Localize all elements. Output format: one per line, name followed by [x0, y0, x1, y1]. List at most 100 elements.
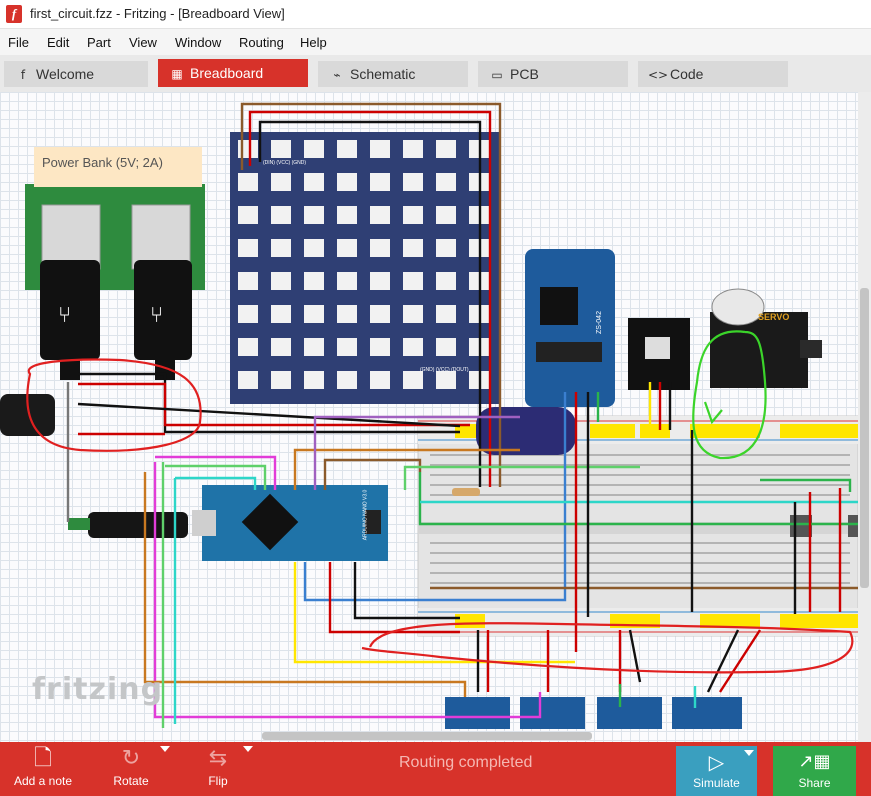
- bottom-toolbar: 🗋 Add a note ↻ Rotate ⇆ Flip Routing com…: [0, 742, 871, 796]
- simulate-label: Simulate: [693, 776, 740, 790]
- led-cell: [370, 338, 390, 356]
- push-button[interactable]: [848, 515, 858, 537]
- tab-label: PCB: [510, 66, 539, 82]
- fritzing-icon: f: [20, 68, 26, 82]
- led-cell: [403, 272, 423, 290]
- led-cell: [403, 239, 423, 257]
- play-icon: ▷: [708, 750, 725, 774]
- rotate-button[interactable]: ↻ Rotate: [102, 742, 160, 796]
- power-bank-label: Power Bank (5V; 2A): [34, 147, 202, 187]
- led-cell: [337, 272, 357, 290]
- usb-cable[interactable]: [88, 512, 188, 538]
- led-cell: [436, 173, 456, 191]
- led-cell: [436, 371, 456, 389]
- vertical-scroll-thumb[interactable]: [860, 288, 869, 588]
- tab-welcome[interactable]: f Welcome: [4, 61, 148, 87]
- servo-label: SERVO: [758, 312, 790, 322]
- menu-bar: File Edit Part View Window Routing Help: [0, 29, 871, 55]
- led-cell: [370, 239, 390, 257]
- simulate-button[interactable]: ▷ Simulate: [676, 746, 757, 796]
- led-cell: [304, 140, 324, 158]
- led-cell: [436, 206, 456, 224]
- led-cell: [337, 140, 357, 158]
- annotation-strokes: [26, 330, 854, 674]
- led-cell: [436, 140, 456, 158]
- tab-label: Welcome: [36, 66, 95, 82]
- led-cell: [337, 173, 357, 191]
- led-cell: [403, 140, 423, 158]
- led-cell: [271, 239, 291, 257]
- rotate-icon: ↻: [121, 746, 141, 771]
- rotate-dropdown-icon[interactable]: [160, 746, 170, 752]
- barrel-jack[interactable]: [0, 394, 55, 436]
- share-button[interactable]: ↗▦ Share: [773, 746, 856, 796]
- menu-window[interactable]: Window: [175, 35, 222, 50]
- code-icon: <>: [648, 68, 669, 82]
- tab-label: Schematic: [350, 66, 416, 82]
- led-cell: [370, 173, 390, 191]
- title-bar: f first_circuit.fzz - Fritzing - [Breadb…: [0, 0, 871, 29]
- led-cell: [271, 140, 291, 158]
- tab-schematic[interactable]: ⌁ Schematic: [318, 61, 468, 87]
- led-cell: [403, 206, 423, 224]
- tab-code[interactable]: <>Code: [638, 61, 788, 87]
- menu-help[interactable]: Help: [300, 35, 327, 50]
- led-cell: [304, 173, 324, 191]
- fritzing-watermark: fritzing: [32, 672, 164, 707]
- rtc-module[interactable]: [525, 249, 615, 407]
- fritzing-app-icon: f: [6, 5, 22, 23]
- rtc-label: ZS-042: [595, 311, 603, 334]
- led-cell: [271, 173, 291, 191]
- menu-edit[interactable]: Edit: [47, 35, 70, 50]
- flip-button[interactable]: ⇆ Flip: [194, 742, 242, 796]
- menu-routing[interactable]: Routing: [239, 35, 284, 50]
- flip-icon: ⇆: [208, 746, 228, 771]
- led-cell: [370, 305, 390, 323]
- sensor-modules-bottom[interactable]: [445, 697, 742, 729]
- pcb-icon: ▭: [491, 68, 503, 82]
- breadboard-icon: ▦: [171, 67, 183, 81]
- tab-breadboard[interactable]: ▦ Breadboard: [158, 59, 308, 87]
- vertical-scrollbar[interactable]: [858, 92, 871, 742]
- wires: [66, 102, 858, 728]
- led-cell: [403, 305, 423, 323]
- led-cell: [271, 206, 291, 224]
- led-cell: [238, 305, 258, 323]
- routing-status: Routing completed: [399, 754, 533, 771]
- breadboard-canvas[interactable]: ⑂ ⑂: [0, 92, 858, 742]
- arduino-nano[interactable]: [192, 485, 388, 561]
- led-cell: [337, 371, 357, 389]
- rotate-label: Rotate: [113, 774, 149, 788]
- tab-label: Code: [670, 66, 704, 82]
- tab-label: Breadboard: [190, 65, 264, 81]
- menu-view[interactable]: View: [129, 35, 157, 50]
- breadboard[interactable]: [417, 415, 858, 637]
- power-bank[interactable]: ⑂ ⑂: [25, 184, 205, 380]
- led-cell: [238, 206, 258, 224]
- menu-part[interactable]: Part: [87, 35, 111, 50]
- led-cell: [403, 338, 423, 356]
- schematic-icon: ⌁: [333, 68, 341, 82]
- led-cell: [304, 305, 324, 323]
- led-cell: [337, 338, 357, 356]
- led-cell: [238, 371, 258, 389]
- tab-pcb[interactable]: ▭ PCB: [478, 61, 628, 87]
- servo-motor[interactable]: [710, 288, 822, 388]
- simulate-dropdown-icon[interactable]: [744, 750, 754, 756]
- led-matrix[interactable]: [230, 132, 500, 404]
- push-button[interactable]: [790, 515, 812, 537]
- svg-text:⑂: ⑂: [150, 303, 163, 328]
- led-cell: [370, 272, 390, 290]
- flip-dropdown-icon[interactable]: [243, 746, 253, 752]
- menu-file[interactable]: File: [8, 35, 29, 50]
- view-tab-bar: f Welcome ▦ Breadboard ⌁ Schematic ▭ PCB <>C…: [0, 55, 871, 92]
- horizontal-scroll-thumb[interactable]: [262, 732, 592, 740]
- add-note-button[interactable]: 🗋 Add a note: [8, 742, 78, 796]
- led-cell: [304, 371, 324, 389]
- led-cell: [436, 338, 456, 356]
- resistor[interactable]: [452, 488, 480, 496]
- led-cell: [370, 206, 390, 224]
- share-icon: ↗▦: [798, 751, 831, 772]
- svg-text:⑂: ⑂: [58, 303, 71, 328]
- led-cell: [370, 371, 390, 389]
